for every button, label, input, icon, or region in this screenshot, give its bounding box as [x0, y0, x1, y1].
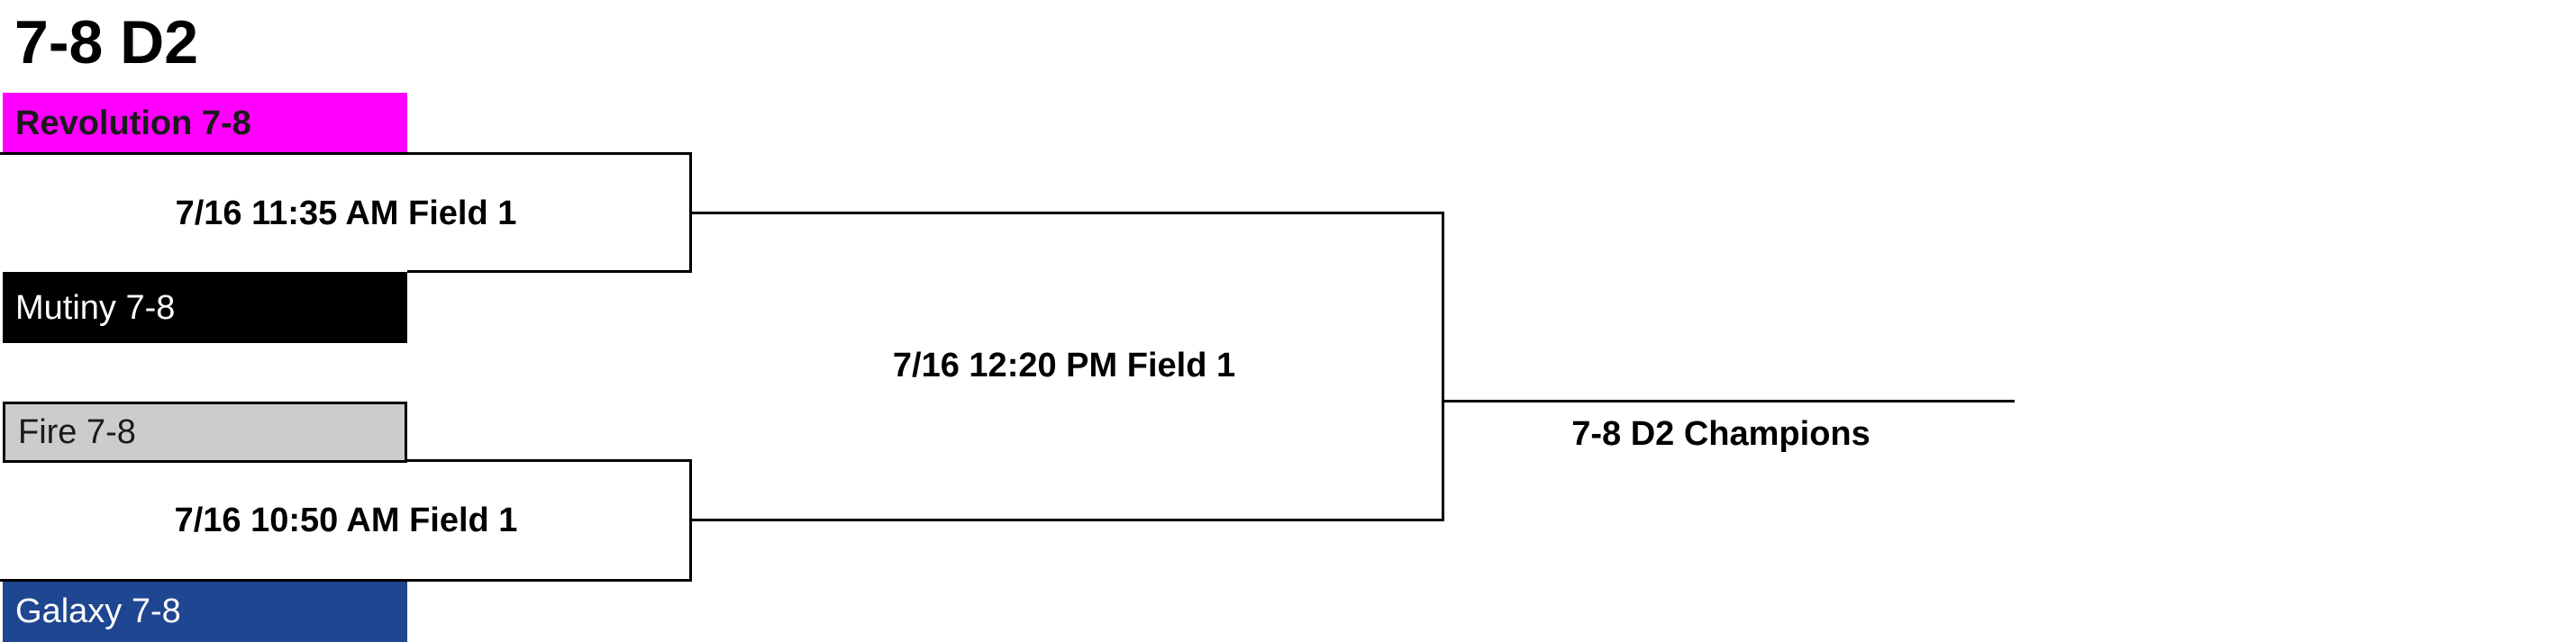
bracket-line-semi2-top: [407, 459, 692, 462]
bracket-line-semi1-top: [0, 152, 692, 155]
bracket-line-semi2-out: [689, 519, 1444, 521]
game-label-semi-2: 7/16 10:50 AM Field 1: [174, 502, 518, 539]
team-slot-fire: Fire 7-8: [3, 402, 407, 463]
bracket-line-semi1-bottom: [407, 270, 692, 273]
team-slot-revolution: Revolution 7-8: [3, 93, 407, 154]
game-label-semi-1: 7/16 11:35 AM Field 1: [175, 194, 517, 232]
champion-label: 7-8 D2 Champions: [1571, 415, 1871, 453]
bracket-line-champion: [1442, 400, 2015, 402]
game-label-final: 7/16 12:20 PM Field 1: [892, 347, 1236, 384]
team-slot-galaxy: Galaxy 7-8: [3, 581, 407, 642]
bracket-line-semi1-out: [689, 212, 1444, 214]
bracket-line-final-right: [1442, 212, 1444, 521]
bracket-line-semi2-bottom: [0, 579, 692, 582]
team-slot-mutiny: Mutiny 7-8: [3, 272, 407, 343]
bracket-title: 7-8 D2: [14, 8, 199, 77]
